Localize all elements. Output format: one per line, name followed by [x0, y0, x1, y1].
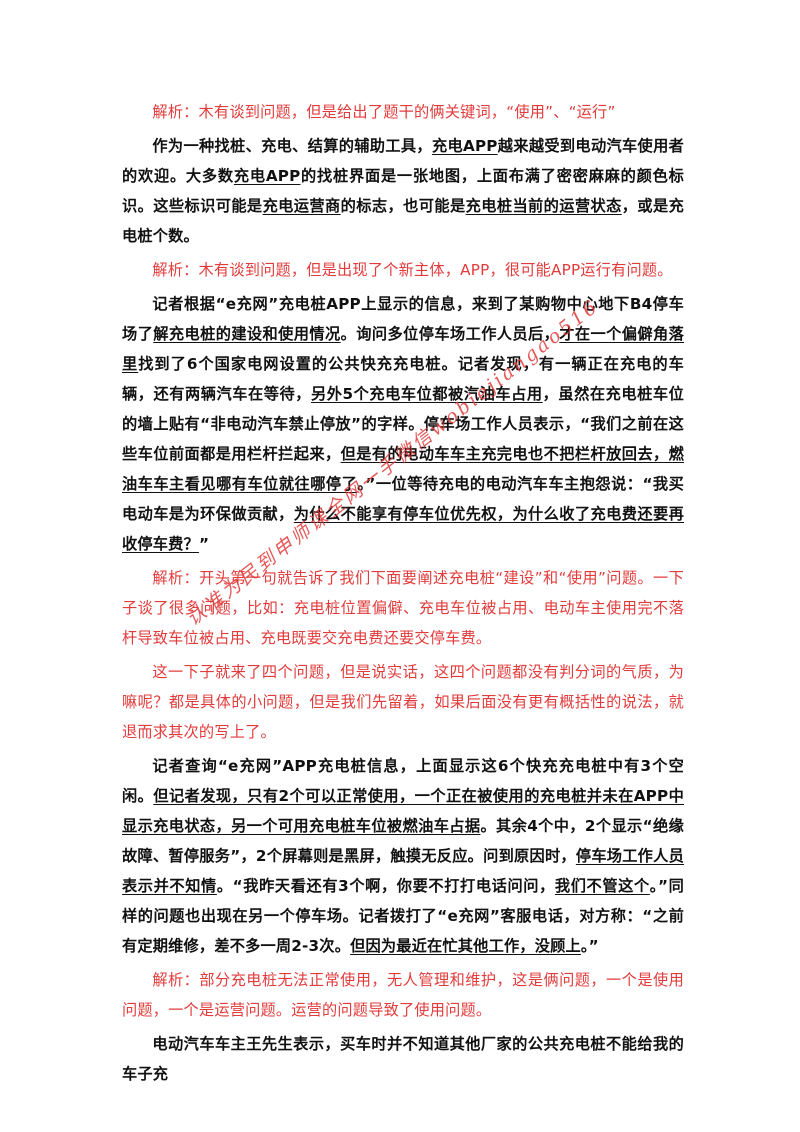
- body-paragraph: 电动汽车车主王先生表示，买车时并不知道其他厂家的公共充电桩不能给我的车子充: [122, 1029, 684, 1089]
- text-run: ，虽然在充电桩车位的墙上贴有“非电动汽车禁止停放”的字样。停车场工作人员表示，“…: [122, 385, 684, 463]
- document-page: 解析：木有谈到问题，但是给出了题干的俩关键词，“使用”、“运行” 作为一种找桩、充…: [122, 97, 684, 1089]
- underlined-phrase: 充电APP: [233, 167, 301, 185]
- underlined-phrase: 才在一个偏僻角落里: [122, 325, 684, 373]
- text-run: 。其余4个中，2个显示“绝缘故障、暂停服务”，2个屏幕则是黑屏，触摸无反应。问到…: [122, 817, 684, 865]
- text-run: 电动汽车车主王先生表示，买车时并不知道其他厂家的公共充电桩不能给我的车子充: [122, 1035, 684, 1083]
- text-run: 。“我昨天看还有3个啊，你要不打打电话问问，: [216, 877, 555, 895]
- text-run: 。”: [580, 937, 599, 955]
- text-run: 记者查询“e充网”APP充电桩信息，上面显示这6个快充充电桩中有3个空闲。: [122, 757, 684, 805]
- underlined-phrase: 为什么不能享有停车位优先权，为什么收了充电费还要再收停车费？: [122, 505, 685, 553]
- text-run: 的标志，也可能是: [340, 197, 466, 215]
- underlined-phrase: 停车场工作人员表示并不知情: [122, 847, 684, 895]
- text-run: 。”一位等待充电的电动汽车车主抱怨说：“我买电动车是为环保做贡献，: [122, 475, 685, 523]
- analysis-paragraph: 解析：部分充电桩无法正常使用，无人管理和维护，这是俩问题，一个是使用问题，一个是…: [122, 971, 684, 1019]
- text-run: 记者根据“e充网”充电桩APP上显示的信息，来到了某购物中心地下B4停车场了: [122, 295, 684, 343]
- underlined-phrase: 充电APP: [431, 137, 498, 155]
- text-run: 。”同样的问题也出现在另一个停车场。记者拨打了“e充网”客服电话，对方称：“之前…: [122, 877, 685, 955]
- analysis-paragraph: 解析：木有谈到问题，但是给出了题干的俩关键词，“使用”、“运行”: [152, 103, 616, 121]
- underlined-phrase: 充电运营商: [262, 197, 341, 215]
- underlined-phrase: 但是有的电动车车主充完电也不把栏杆放回去，燃油车车主看见哪有车位就往哪停了: [122, 445, 684, 493]
- text-run: 作为一种找桩、充电、结算的辅助工具，: [152, 137, 432, 155]
- body-paragraph: 记者根据“e充网”充电桩APP上显示的信息，来到了某购物中心地下B4停车场了解充…: [122, 289, 684, 559]
- underlined-phrase: 解充电桩的建设和使用情况: [153, 325, 341, 343]
- analysis-paragraph: 这一下子就来了四个问题，但是说实话，这四个问题都没有判分词的气质，为嘛呢？都是具…: [122, 663, 684, 741]
- underlined-phrase: 另外5个充电车位都被汽油车占用: [310, 385, 543, 403]
- text-run: 的找桩界面是一张地图，上面布满了密密麻麻的颜色标识。这些标识可能是: [122, 167, 684, 215]
- underlined-phrase: 但因为最近在忙其他工作，没顾上: [350, 937, 581, 955]
- text-run: 。询问多位停车场工作人员后，: [340, 325, 560, 343]
- underlined-phrase: 充电桩当前的运营状态: [465, 197, 622, 215]
- underlined-phrase: 我们不管这个: [554, 877, 650, 895]
- text-run: ，或是充电桩个数。: [122, 197, 685, 245]
- text-run: 越来越受到电动汽车使用者的欢迎。大多数: [122, 137, 684, 185]
- text-run: ”: [198, 535, 210, 553]
- analysis-paragraph: 解析：开头第一句就告诉了我们下面要阐述充电桩“建设”和“使用”问题。一下子谈了很…: [122, 569, 684, 647]
- analysis-paragraph: 解析：木有谈到问题，但是出现了个新主体，APP，很可能APP运行有问题。: [152, 261, 673, 279]
- text-run: 找到了6个国家电网设置的公共快充充电桩。记者发现，有一辆正在充电的车辆，还有两辆…: [122, 355, 684, 403]
- underlined-phrase: 但记者发现，只有2个可以正常使用，一个正在被使用的充电桩并未在APP中显示充电状…: [122, 787, 684, 835]
- body-paragraph: 作为一种找桩、充电、结算的辅助工具，充电APP越来越受到电动汽车使用者的欢迎。大…: [122, 131, 684, 251]
- body-paragraph: 记者查询“e充网”APP充电桩信息，上面显示这6个快充充电桩中有3个空闲。但记者…: [122, 751, 684, 961]
